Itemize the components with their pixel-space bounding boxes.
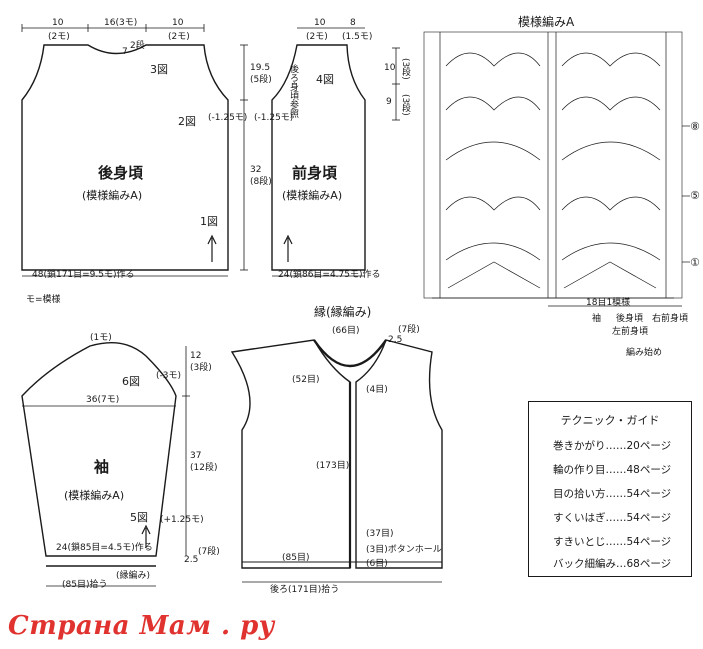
sleeve-cap-dec: (-3モ) (156, 371, 181, 381)
cardigan-outline (230, 339, 351, 569)
sleeve-outline (21, 342, 177, 557)
cardigan-neck (313, 339, 387, 367)
front-neck-note: 後ろ身頃参照 (288, 64, 298, 118)
sleeve-title: 袖 (94, 458, 110, 476)
sleeve-border-label: (縁編み) (116, 571, 151, 581)
technique-guide-title: テクニック・ガイド (560, 414, 660, 427)
front-body-outline (271, 44, 366, 271)
back-title: 後身頃 (98, 164, 144, 182)
stitch-chart (423, 31, 683, 299)
cardigan-right (355, 339, 443, 569)
pattern-front-right: 右前身頃 (652, 314, 689, 324)
back-body-outline (21, 44, 229, 271)
border-neck-stitches: (66目) (332, 326, 360, 336)
pattern-back: 後身頃 (616, 314, 644, 324)
fig4-label: 4図 (316, 73, 334, 86)
guide-item: すくいはぎ……54ページ (553, 512, 672, 524)
back-width-right-sts: (2モ) (168, 32, 190, 42)
legend-mo: モ=模様 (26, 295, 61, 305)
border-back-pickup: 後ろ(171目)拾う (270, 585, 340, 595)
pattern-rows-a: (3段) (400, 58, 410, 80)
fig3-label: 3図 (150, 63, 168, 76)
front-pattern: (模様編みA) (282, 189, 343, 202)
border-rows: (7段) (398, 325, 420, 335)
front-width-left-sts: (2モ) (306, 32, 328, 42)
guide-item: バック細編み…68ページ (553, 558, 672, 570)
sleeve-cast-on: 24(鎖85目=4.5モ)作る (56, 543, 153, 553)
sleeve-pickup: (85目)拾う (62, 580, 108, 590)
pattern-height-9: 9 (386, 97, 392, 107)
sleeve-pattern: (模様編みA) (64, 489, 125, 502)
guide-item: すきいとじ……54ページ (553, 536, 672, 548)
sleeve-inc: (+1.25モ) (160, 515, 204, 525)
sleeve-length: 37 (190, 451, 202, 461)
back-side-rows: (8段) (250, 177, 272, 187)
border-corner: (4目) (366, 385, 388, 395)
pattern-start: 編み始め (626, 348, 663, 358)
border-height: 2.5 (388, 335, 403, 345)
front-width-left: 10 (314, 18, 326, 28)
sleeve-length-rows: (12段) (190, 463, 218, 473)
back-cast-on: 48(鎖171目=9.5モ)作る (32, 270, 135, 280)
back-neck-depth: 7 (122, 47, 128, 57)
back-armhole-dec: (-1.25モ) (208, 113, 248, 123)
guide-item: 巻きかがり……20ページ (553, 440, 672, 452)
sleeve-cap-rows: (3段) (190, 363, 212, 373)
back-pattern: (模様編みA) (82, 189, 143, 202)
pattern-repeat: 18目1模様 (586, 298, 631, 308)
pattern-height-10: 10 (384, 63, 396, 73)
fig5-label: 5図 (130, 511, 148, 524)
border-buttonhole: (3目)ボタンホール (366, 545, 442, 555)
back-armhole-depth: 19.5 (250, 63, 271, 73)
sleeve-band-height: 2.5 (184, 555, 199, 565)
border-corner-bottom: (6目) (366, 559, 388, 569)
back-width-mid: 16(3モ) (104, 18, 138, 28)
pattern-title: 模様編みA (518, 15, 575, 29)
front-armhole-dec: (-1.25モ) (254, 113, 294, 123)
sleeve-cap-height: 12 (190, 351, 202, 361)
border-title: 縁(縁編み) (314, 305, 372, 319)
front-title: 前身頃 (292, 164, 338, 182)
site-watermark: Страна Мам . ру (8, 611, 275, 641)
technique-guide: テクニック・ガイド 巻きかがり……20ページ 輪の作り目……48ページ 目の拾い… (528, 401, 692, 577)
sleeve-band-rows: (7段) (198, 547, 220, 557)
front-width-right-sts: (1.5モ) (342, 32, 373, 42)
pattern-sleeve: 袖 (592, 314, 602, 324)
fig1-label: 1図 (200, 215, 218, 228)
border-front-neck: (52目) (292, 375, 320, 385)
pattern-row-8: ⑧ (690, 120, 700, 133)
pattern-rows-b: (3段) (400, 94, 410, 116)
back-side-length: 32 (250, 165, 262, 175)
back-neck-rows: 2段 (130, 41, 145, 51)
border-front-bottom: (85目) (282, 553, 310, 563)
front-cast-on: 24(鎖86目=4.75モ)作る (278, 270, 381, 280)
back-width-left-sts: (2モ) (48, 32, 70, 42)
fig6-label: 6図 (122, 375, 140, 388)
border-front-edge: (173目) (316, 461, 350, 471)
sleeve-width: 36(7モ) (86, 395, 120, 405)
pattern-front-left: 左前身頃 (612, 327, 649, 337)
back-width-right: 10 (172, 18, 184, 28)
back-width-left: 10 (52, 18, 64, 28)
front-width-right: 8 (350, 18, 356, 28)
border-button-spacing: (37目) (366, 529, 394, 539)
guide-item: 目の拾い方……54ページ (553, 488, 672, 500)
back-armhole-rows: (5段) (250, 75, 272, 85)
pattern-row-1: ① (690, 256, 700, 269)
guide-item: 輪の作り目……48ページ (553, 464, 672, 476)
fig2-label: 2図 (178, 115, 196, 128)
sleeve-top: (1モ) (90, 333, 112, 343)
pattern-row-5: ⑤ (690, 189, 700, 202)
